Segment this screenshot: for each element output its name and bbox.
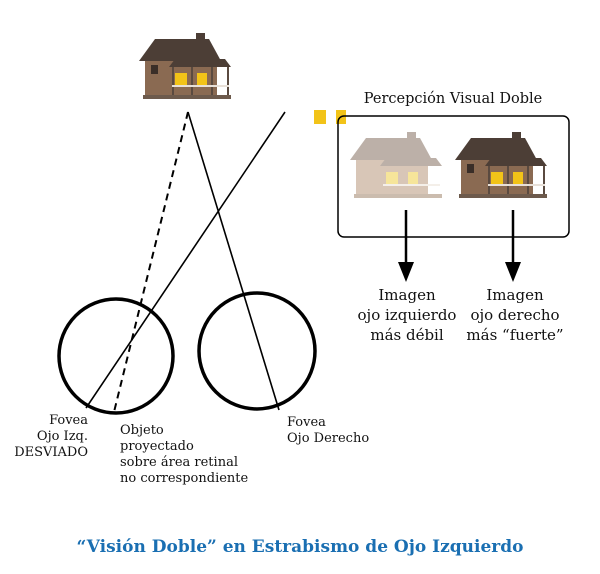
- figure-caption: “Visión Doble” en Estrabismo de Ojo Izqu…: [76, 537, 524, 557]
- fovea-left-label: Fovea Ojo Izq. DESVIADO: [14, 413, 88, 460]
- right-eye: [197, 291, 317, 411]
- perception-box: [337, 115, 570, 238]
- house-left-eye-image: [350, 132, 442, 198]
- house-right-eye-image: [455, 132, 547, 198]
- right-eye-image-label: Imagen ojo derecho más “fuerte”: [466, 286, 564, 344]
- line-left-fovea-deviation: [85, 111, 286, 409]
- dashed-line-object-to-left-eye: [113, 111, 189, 413]
- perception-box-title: Percepción Visual Doble: [363, 91, 543, 107]
- house-object-image: [139, 33, 346, 124]
- left-eye-image-label: Imagen ojo izquierdo más débil: [357, 286, 457, 344]
- object-projection-label: Objeto proyectado sobre área retinal no …: [120, 423, 249, 486]
- line-object-to-right-fovea: [187, 111, 280, 411]
- fovea-right-label: Fovea Ojo Derecho: [287, 415, 370, 446]
- left-eye: [57, 297, 175, 415]
- arrow-right-eye-image: [505, 210, 521, 282]
- arrow-left-eye-image: [398, 210, 414, 282]
